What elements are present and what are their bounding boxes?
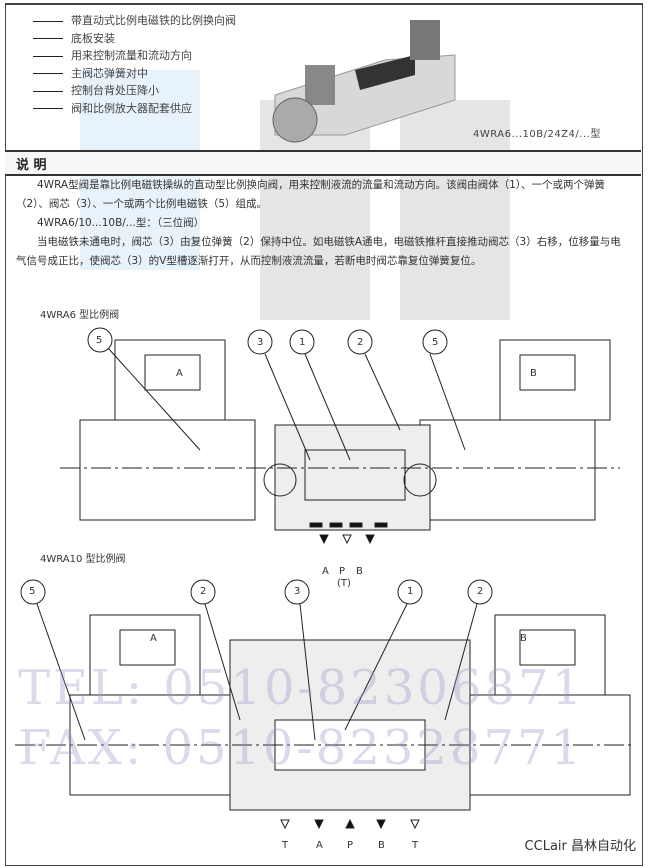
callout-5: 5 bbox=[96, 335, 103, 346]
product-photo bbox=[272, 20, 456, 143]
port-t: T bbox=[282, 840, 289, 851]
brand-label: CCLair 昌林自动化 bbox=[524, 839, 636, 854]
diagram1-title: 4WRA6 型比例阀 bbox=[40, 310, 120, 321]
description-paragraph: 4WRA型阀是靠比例电磁铁操纵的直动型比例换向阀，用来控制液流的流量和流动方向。… bbox=[16, 179, 606, 210]
watermark-fax: FAX: 0510-82328771 bbox=[18, 720, 585, 776]
callout-5: 5 bbox=[432, 337, 439, 348]
port-p: P bbox=[347, 840, 354, 851]
feature-list: 带直动式比例电磁铁的比例换向阀 底板安装 用来控制流量和流动方向 主阀芯弹簧对中… bbox=[33, 12, 236, 117]
diagram2-title: 4WRA10 型比例阀 bbox=[40, 554, 126, 565]
callout-3: 3 bbox=[294, 586, 301, 597]
port-p: P bbox=[339, 566, 346, 577]
solenoid-b-label: B bbox=[520, 633, 527, 644]
solenoid-b-label: B bbox=[530, 368, 537, 379]
callout-1: 1 bbox=[299, 337, 306, 348]
callout-2: 2 bbox=[200, 586, 207, 597]
watermark-tel: TEL: 0510-82306871 bbox=[18, 660, 586, 716]
solenoid-a-label: A bbox=[176, 368, 183, 379]
feature-item: 用来控制流量和流动方向 bbox=[33, 47, 236, 65]
feature-item: 主阀芯弹簧对中 bbox=[33, 65, 236, 83]
operation-paragraph: 当电磁铁未通电时，阀芯（3）由复位弹簧（2）保持中位。如电磁铁A通电，电磁铁推杆… bbox=[16, 236, 621, 267]
port-b: B bbox=[378, 840, 385, 851]
callout-2: 2 bbox=[357, 337, 364, 348]
port-t: (T) bbox=[337, 578, 351, 589]
callout-1: 1 bbox=[407, 586, 414, 597]
feature-item: 阀和比例放大器配套供应 bbox=[33, 100, 236, 118]
diagram-4wra10 bbox=[15, 579, 635, 830]
feature-item: 底板安装 bbox=[33, 30, 236, 48]
model-line: 4WRA6/10...10B/...型：（三位阀） bbox=[37, 217, 205, 229]
port-b: B bbox=[356, 566, 363, 577]
port-t: T bbox=[412, 840, 419, 851]
feature-item: 控制台背处压降小 bbox=[33, 82, 236, 100]
port-a: A bbox=[322, 566, 329, 577]
feature-item: 带直动式比例电磁铁的比例换向阀 bbox=[33, 12, 236, 30]
callout-3: 3 bbox=[257, 337, 264, 348]
section-header: 说 明 bbox=[5, 150, 641, 176]
solenoid-a-label: A bbox=[150, 633, 157, 644]
diagram-4wra6 bbox=[60, 327, 620, 545]
page-frame bbox=[5, 3, 643, 866]
port-a: A bbox=[316, 840, 323, 851]
watermark-logo bbox=[80, 70, 510, 320]
callout-2: 2 bbox=[477, 586, 484, 597]
callout-5: 5 bbox=[29, 586, 36, 597]
product-caption: 4WRA6...10B/24Z4/...型 bbox=[473, 129, 601, 140]
